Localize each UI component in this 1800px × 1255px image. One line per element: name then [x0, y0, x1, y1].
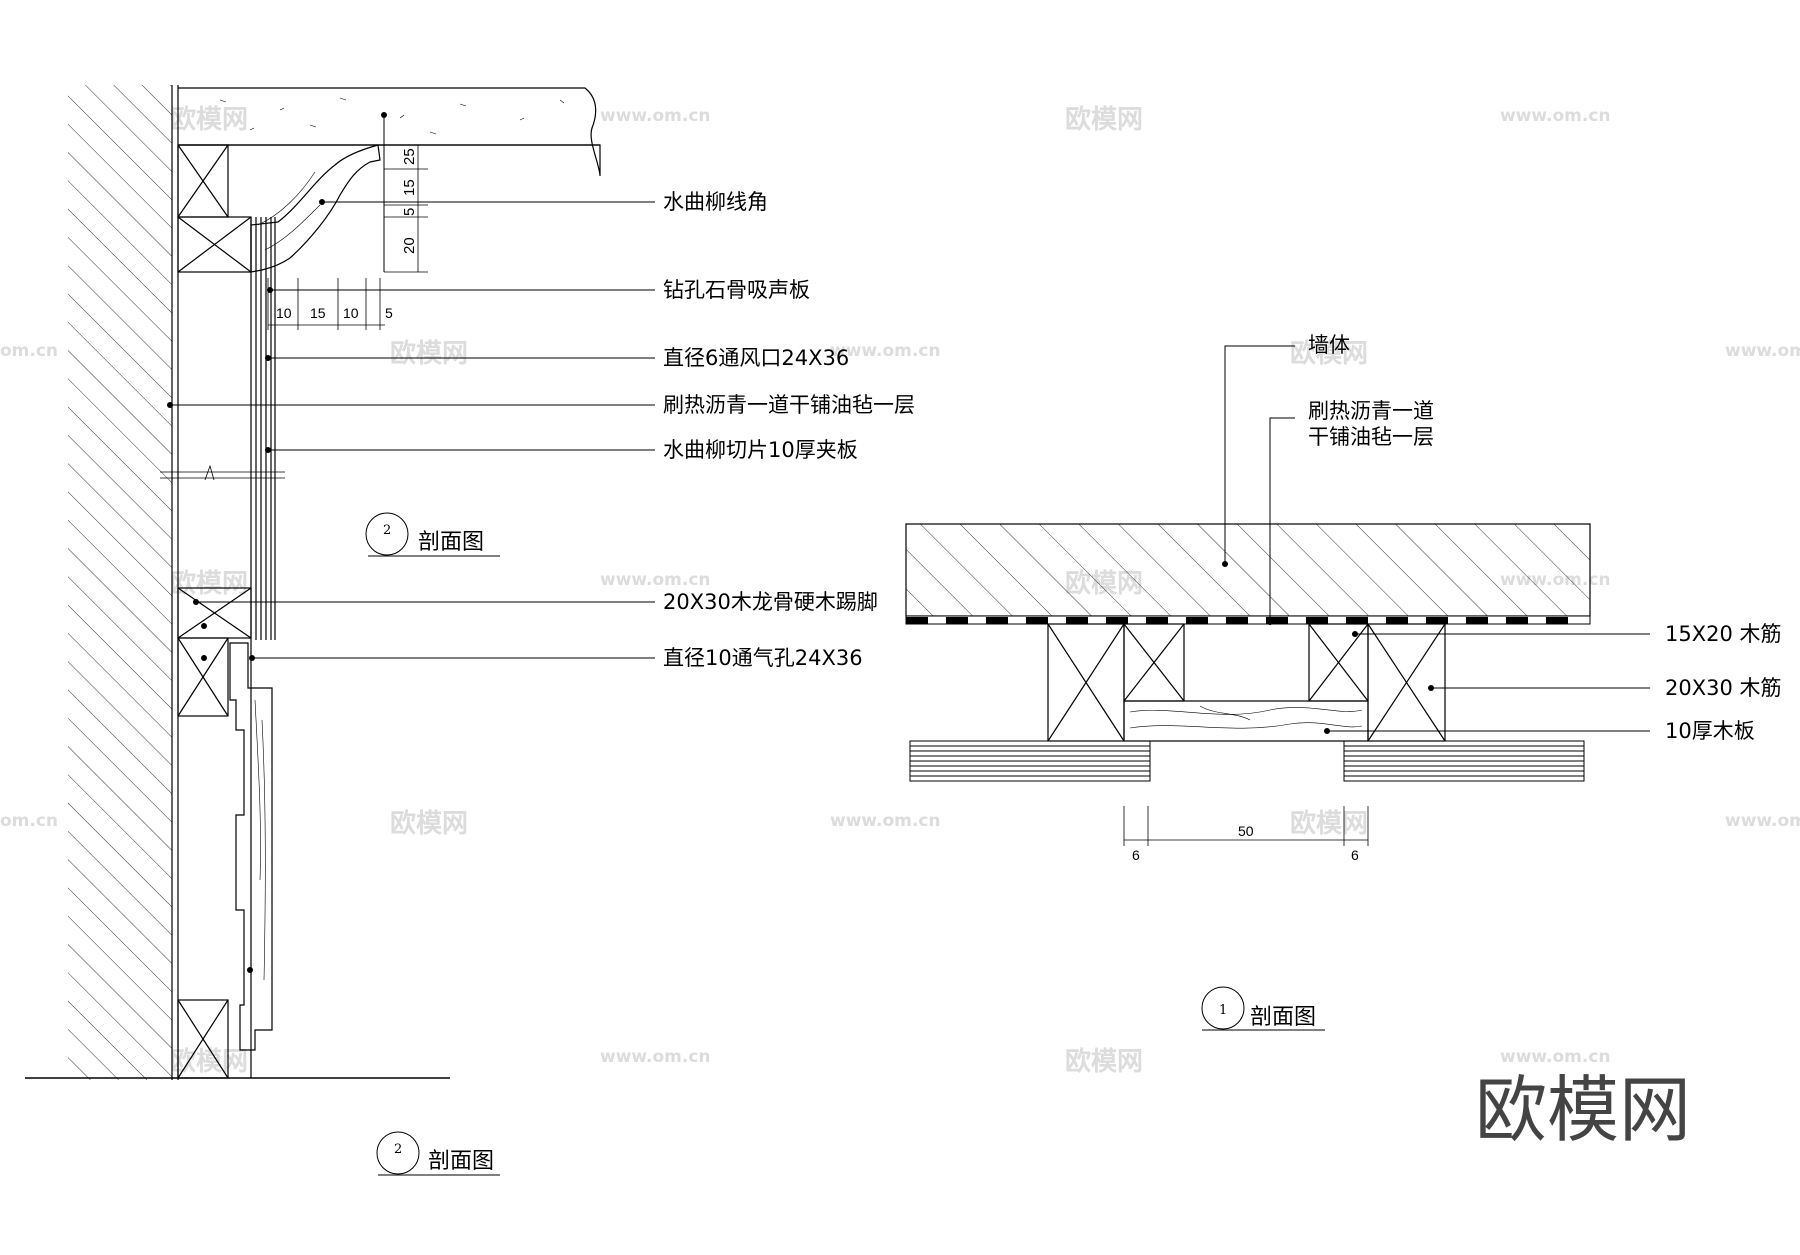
right-labels: 墙体 刷热沥青一道 干铺油毡一层 15X20 木筋 20X30 木筋 10厚木板 — [1308, 333, 1782, 743]
watermark-url: www.om.cn — [1725, 811, 1800, 831]
label-acoustic-board: 钻孔石骨吸声板 — [663, 278, 810, 302]
section-title-text: 剖面图 — [428, 1149, 494, 1174]
watermark-url: www.om.cn — [600, 1047, 711, 1067]
wall-hatch — [68, 85, 172, 1080]
label-veneer-plywood: 水曲柳切片10厚夹板 — [663, 438, 858, 462]
label-keel-skirting: 20X30木龙骨硬木踢脚 — [663, 590, 878, 614]
left-labels: 水曲柳线角 钻孔石骨吸声板 直径6通风口24X36 刷热沥青一道干铺油毡一层 水… — [663, 190, 915, 670]
dim-text: 6 — [1132, 847, 1140, 863]
dim-text: 5 — [385, 305, 393, 321]
watermark-url-partial: om.cn — [0, 811, 58, 831]
watermark-brand: 欧模网 — [390, 338, 468, 369]
baseboard-profile — [229, 642, 273, 1051]
watermark-url: www.om.cn — [830, 811, 941, 831]
left-horizontal-dims: 10 15 10 5 — [276, 305, 393, 321]
dim-text: 6 — [1351, 847, 1359, 863]
dim-text: 10 — [276, 305, 292, 321]
wall-slab — [905, 523, 1591, 617]
right-leader-dots — [1222, 561, 1434, 734]
label-membrane-line2: 干铺油毡一层 — [1308, 425, 1434, 449]
section-number: 2 — [383, 523, 391, 538]
wood-board — [1123, 700, 1369, 742]
section-number: 2 — [394, 1142, 402, 1157]
watermark-brand: 欧模网 — [170, 104, 248, 135]
dim-text: 10 — [343, 305, 359, 321]
dim-text: 15 — [401, 179, 418, 196]
section-title-outer: 2 剖面图 — [376, 1131, 500, 1176]
wood-block — [177, 637, 229, 717]
watermark-url-partial: om.cn — [0, 341, 58, 361]
watermark-brand: 欧模网 — [1290, 808, 1368, 839]
ceiling-texture — [219, 97, 565, 135]
dim-text: 50 — [1238, 823, 1254, 839]
right-dimension-lines — [1123, 806, 1369, 846]
watermark-url: www.om.cn — [1500, 106, 1611, 126]
plank-stack-left — [909, 740, 1151, 782]
leader-lines — [170, 115, 655, 659]
ceiling-slab — [178, 87, 601, 176]
section-title-text: 剖面图 — [418, 530, 484, 555]
dim-text: 15 — [310, 305, 326, 321]
crown-moulding — [250, 144, 381, 273]
label-ashwood-moulding: 水曲柳线角 — [663, 190, 768, 214]
right-section-drawing — [905, 345, 1650, 846]
label-batten-small: 15X20 木筋 — [1665, 622, 1782, 646]
label-asphalt-felt: 刷热沥青一道干铺油毡一层 — [663, 393, 915, 417]
dim-text: 5 — [401, 208, 418, 216]
plank-stack-right — [1343, 740, 1585, 782]
watermark-url: www.om.cn — [600, 106, 711, 126]
right-dims: 6 50 6 — [1132, 823, 1359, 863]
dim-text: 20 — [401, 237, 418, 254]
leader-dots — [167, 112, 387, 973]
watermark-brand: 欧模网 — [170, 1046, 248, 1077]
wood-block — [177, 999, 229, 1079]
watermark-brand: 欧模网 — [1290, 338, 1368, 369]
section-title-right: 1 剖面图 — [1201, 986, 1325, 1031]
watermark-brand: 欧模网 — [390, 808, 468, 839]
dim-text: 25 — [401, 148, 418, 165]
section-number: 1 — [1219, 1003, 1227, 1018]
label-membrane-line1: 刷热沥青一道 — [1308, 399, 1434, 423]
watermark-url: www.om.cn — [1500, 1047, 1611, 1067]
label-vent-6: 直径6通风口24X36 — [663, 346, 849, 370]
left-vertical-dims: 25 15 5 20 — [401, 148, 418, 254]
label-batten-large: 20X30 木筋 — [1665, 676, 1782, 700]
section-title-text: 剖面图 — [1250, 1005, 1316, 1030]
watermark-brand: 欧模网 — [1065, 104, 1143, 135]
membrane-strip — [905, 615, 1591, 625]
label-board: 10厚木板 — [1665, 719, 1755, 743]
section-title-inner: 2 剖面图 — [365, 512, 500, 557]
left-section-drawing — [25, 85, 655, 1080]
watermark-url: www.om.cn — [600, 570, 711, 590]
watermark-url: www.om.cn — [830, 341, 941, 361]
watermark-brand: 欧模网 — [1065, 1046, 1143, 1077]
label-wall: 墙体 — [1308, 333, 1350, 357]
watermark-url: www.om.cn — [1725, 341, 1800, 361]
brand-logo: 欧模网 — [1475, 1068, 1691, 1152]
right-leader-lines — [1224, 345, 1650, 732]
watermark-brand: 欧模网 — [170, 568, 248, 599]
watermarks: 欧模网 www.om.cn 欧模网 www.om.cn om.cn 欧模网 ww… — [0, 104, 1800, 1077]
label-vent-10: 直径10通气孔24X36 — [663, 646, 863, 670]
